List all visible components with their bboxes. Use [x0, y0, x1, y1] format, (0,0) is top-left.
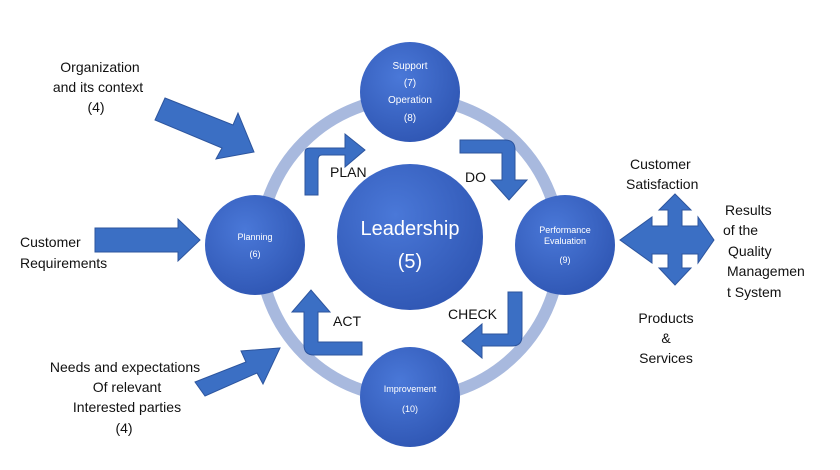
results-line1: Results [725, 202, 772, 218]
results-line5: t System [727, 284, 781, 300]
act-label: ACT [333, 313, 361, 329]
needs-line2: Of relevant [93, 379, 162, 395]
needs-line1: Needs and expectations [50, 359, 200, 375]
output-cross-arrow [619, 193, 715, 286]
do-arrow [459, 139, 529, 201]
needs-line4: (4) [115, 420, 132, 436]
org-context-line2: and its context [53, 79, 143, 95]
results-line4: Managemen [727, 263, 805, 279]
check-arrow [461, 291, 523, 360]
planning-label: Planning [237, 232, 272, 242]
support-label: Support [392, 61, 427, 72]
customer-req-line1: Customer [20, 234, 81, 250]
performance-number: (9) [560, 255, 571, 265]
plan-label: PLAN [330, 164, 367, 180]
org-context-line1: Organization [60, 59, 139, 75]
operation-number: (8) [404, 113, 416, 124]
results-line3: Quality [728, 243, 772, 259]
leadership-title: Leadership [361, 218, 460, 240]
planning-circle [205, 195, 305, 295]
operation-label: Operation [388, 95, 432, 106]
satisfaction-line2: Satisfaction [626, 176, 698, 192]
products-line1: Products [638, 310, 693, 326]
products-line3: Services [639, 350, 693, 366]
performance-label-line1: Performance [539, 225, 591, 235]
planning-number: (6) [250, 249, 261, 259]
leadership-circle [337, 164, 483, 310]
leadership-number: (5) [398, 251, 422, 273]
satisfaction-line1: Customer [630, 156, 691, 172]
improvement-label: Improvement [384, 384, 437, 394]
products-line2: & [661, 330, 671, 346]
needs-line3: Interested parties [73, 399, 181, 415]
customer-req-line2: Requirements [20, 255, 107, 271]
org-context-line3: (4) [87, 99, 104, 115]
do-label: DO [465, 169, 486, 185]
support-number: (7) [404, 78, 416, 89]
customer-input-arrow [94, 217, 201, 263]
improvement-circle [360, 347, 460, 447]
check-label: CHECK [448, 306, 498, 322]
plan-arrow [304, 132, 366, 196]
results-line2: of the [723, 222, 758, 238]
performance-evaluation-circle [515, 195, 615, 295]
needs-input-arrow [194, 347, 281, 397]
org-input-arrow [154, 97, 255, 160]
improvement-number: (10) [402, 404, 418, 414]
act-arrow [290, 289, 363, 356]
performance-label-line2: Evaluation [544, 236, 586, 246]
support-operation-circle [360, 42, 460, 142]
